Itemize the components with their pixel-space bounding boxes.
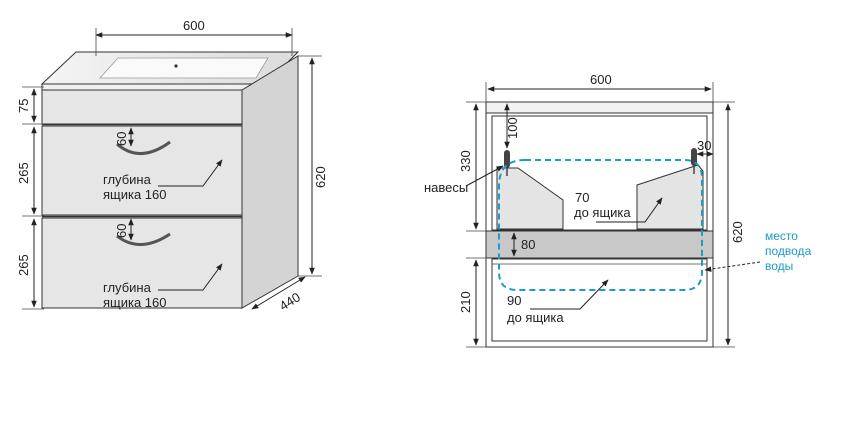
- hinge-width-dim: 30: [697, 138, 711, 153]
- water-supply-label-line2: подвода: [765, 244, 812, 258]
- shelf: [485, 230, 714, 259]
- hinges-label: навесы: [424, 180, 468, 195]
- left-height-dim: 620: [313, 166, 328, 188]
- left-depth-dim: 440: [277, 289, 303, 313]
- right-width-dim: 600: [590, 72, 612, 87]
- hinge-height-dim: 100: [505, 117, 520, 139]
- front-view: 60 60 глубина ящика 160 глубина ящика 16…: [16, 18, 328, 314]
- top-height-dim: 75: [16, 99, 31, 113]
- handle-2-dim: 60: [114, 224, 129, 238]
- drawer-1-height-dim: 265: [16, 162, 31, 184]
- left-hinge-icon: [504, 150, 510, 176]
- water-supply-label-line1: место: [765, 229, 798, 243]
- drawer-1: [41, 125, 243, 216]
- upper-depth-label: до ящика: [574, 205, 631, 220]
- left-hinge-bracket: [496, 167, 564, 230]
- drawer-2-label-line2: ящика 160: [103, 295, 167, 310]
- lower-depth-label: до ящика: [507, 310, 564, 325]
- drawer-2-handle: [116, 232, 171, 246]
- basin-outline: [498, 159, 703, 291]
- drawer-2: [41, 217, 243, 309]
- right-height-dim: 620: [730, 221, 745, 243]
- lower-depth-value: 90: [507, 293, 521, 308]
- upper-height-dim: 330: [458, 150, 473, 172]
- water-supply-label-line3: воды: [765, 259, 793, 273]
- drawer-1-label-line2: ящика 160: [103, 187, 167, 202]
- countertop-strip: [485, 101, 714, 114]
- drawer-2-height-dim: 265: [16, 254, 31, 276]
- upper-depth-value: 70: [575, 190, 589, 205]
- right-hinge-icon: [691, 148, 697, 174]
- left-width-dim: 600: [183, 18, 205, 33]
- cabinet-side-panel: [241, 55, 299, 309]
- handle-1-dim: 60: [114, 132, 129, 146]
- interior-view: 600 620 330 210 100 30 80 навесы 70 до я…: [424, 72, 812, 348]
- top-panel: [41, 89, 243, 125]
- drawer-1-handle: [116, 140, 171, 155]
- shelf-height-dim: 80: [521, 237, 535, 252]
- lower-height-dim: 210: [458, 291, 473, 313]
- drawer-2-label-line1: глубина: [103, 280, 152, 295]
- drawer-1-label-line1: глубина: [103, 172, 152, 187]
